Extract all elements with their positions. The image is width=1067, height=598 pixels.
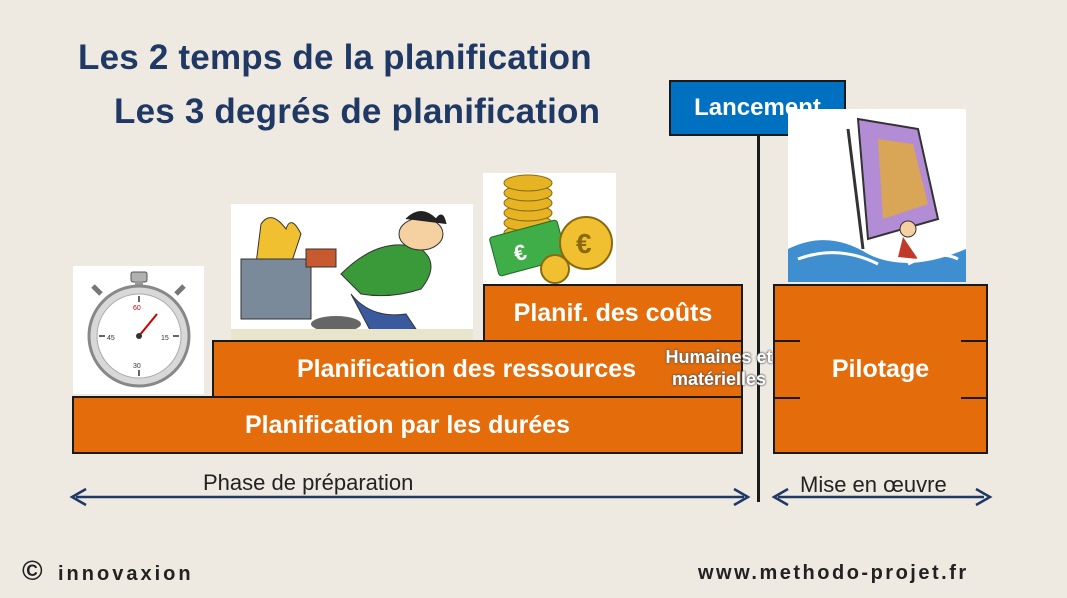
ressources-note: Humaines et matérielles <box>665 347 773 389</box>
svg-text:45: 45 <box>107 335 115 342</box>
cartoon-character-at-desk-icon <box>231 204 473 344</box>
phase-mise-en-oeuvre-label: Mise en œuvre <box>800 472 947 497</box>
copyright-icon: © <box>22 555 43 586</box>
brand-name: innovaxion <box>58 563 194 585</box>
bar-planification-durees: Planification par les durées <box>72 396 743 454</box>
pilotage-divider-right-2 <box>961 397 988 399</box>
bar-pilotage-label: Pilotage <box>831 354 930 383</box>
pilotage-divider-left-2 <box>773 397 800 399</box>
bar-pilotage: Pilotage <box>773 284 988 454</box>
bar-planification-ressources-label: Planification des ressources <box>297 354 637 383</box>
svg-text:60: 60 <box>133 305 141 312</box>
windsurfer-icon <box>788 109 966 282</box>
svg-text:15: 15 <box>161 335 169 342</box>
bar-planification-couts: Planif. des coûts <box>483 284 743 342</box>
milestone-lancement: Lancement <box>669 80 846 136</box>
pilotage-divider-right-1 <box>961 340 988 342</box>
phase-preparation-label: Phase de préparation <box>203 470 414 495</box>
bar-planification-ressources: Planification des ressources <box>212 340 743 398</box>
bar-planification-durees-label: Planification par les durées <box>244 410 571 439</box>
mise-en-oeuvre-arrow <box>771 487 993 507</box>
title-line-1: Les 2 temps de la planification <box>78 38 592 77</box>
title-line-2: Les 3 degrés de planification <box>114 92 601 131</box>
bar-planification-couts-label: Planif. des coûts <box>513 298 713 327</box>
website-url: www.methodo-projet.fr <box>698 562 969 584</box>
stopwatch-icon: 60 15 30 45 <box>73 266 204 394</box>
euro-coins-and-banknote-icon: € € <box>483 173 616 284</box>
svg-text:€: € <box>576 228 592 259</box>
milestone-line <box>757 136 760 502</box>
preparation-arrow <box>69 487 751 507</box>
pilotage-divider-left-1 <box>773 340 800 342</box>
svg-text:30: 30 <box>133 363 141 370</box>
